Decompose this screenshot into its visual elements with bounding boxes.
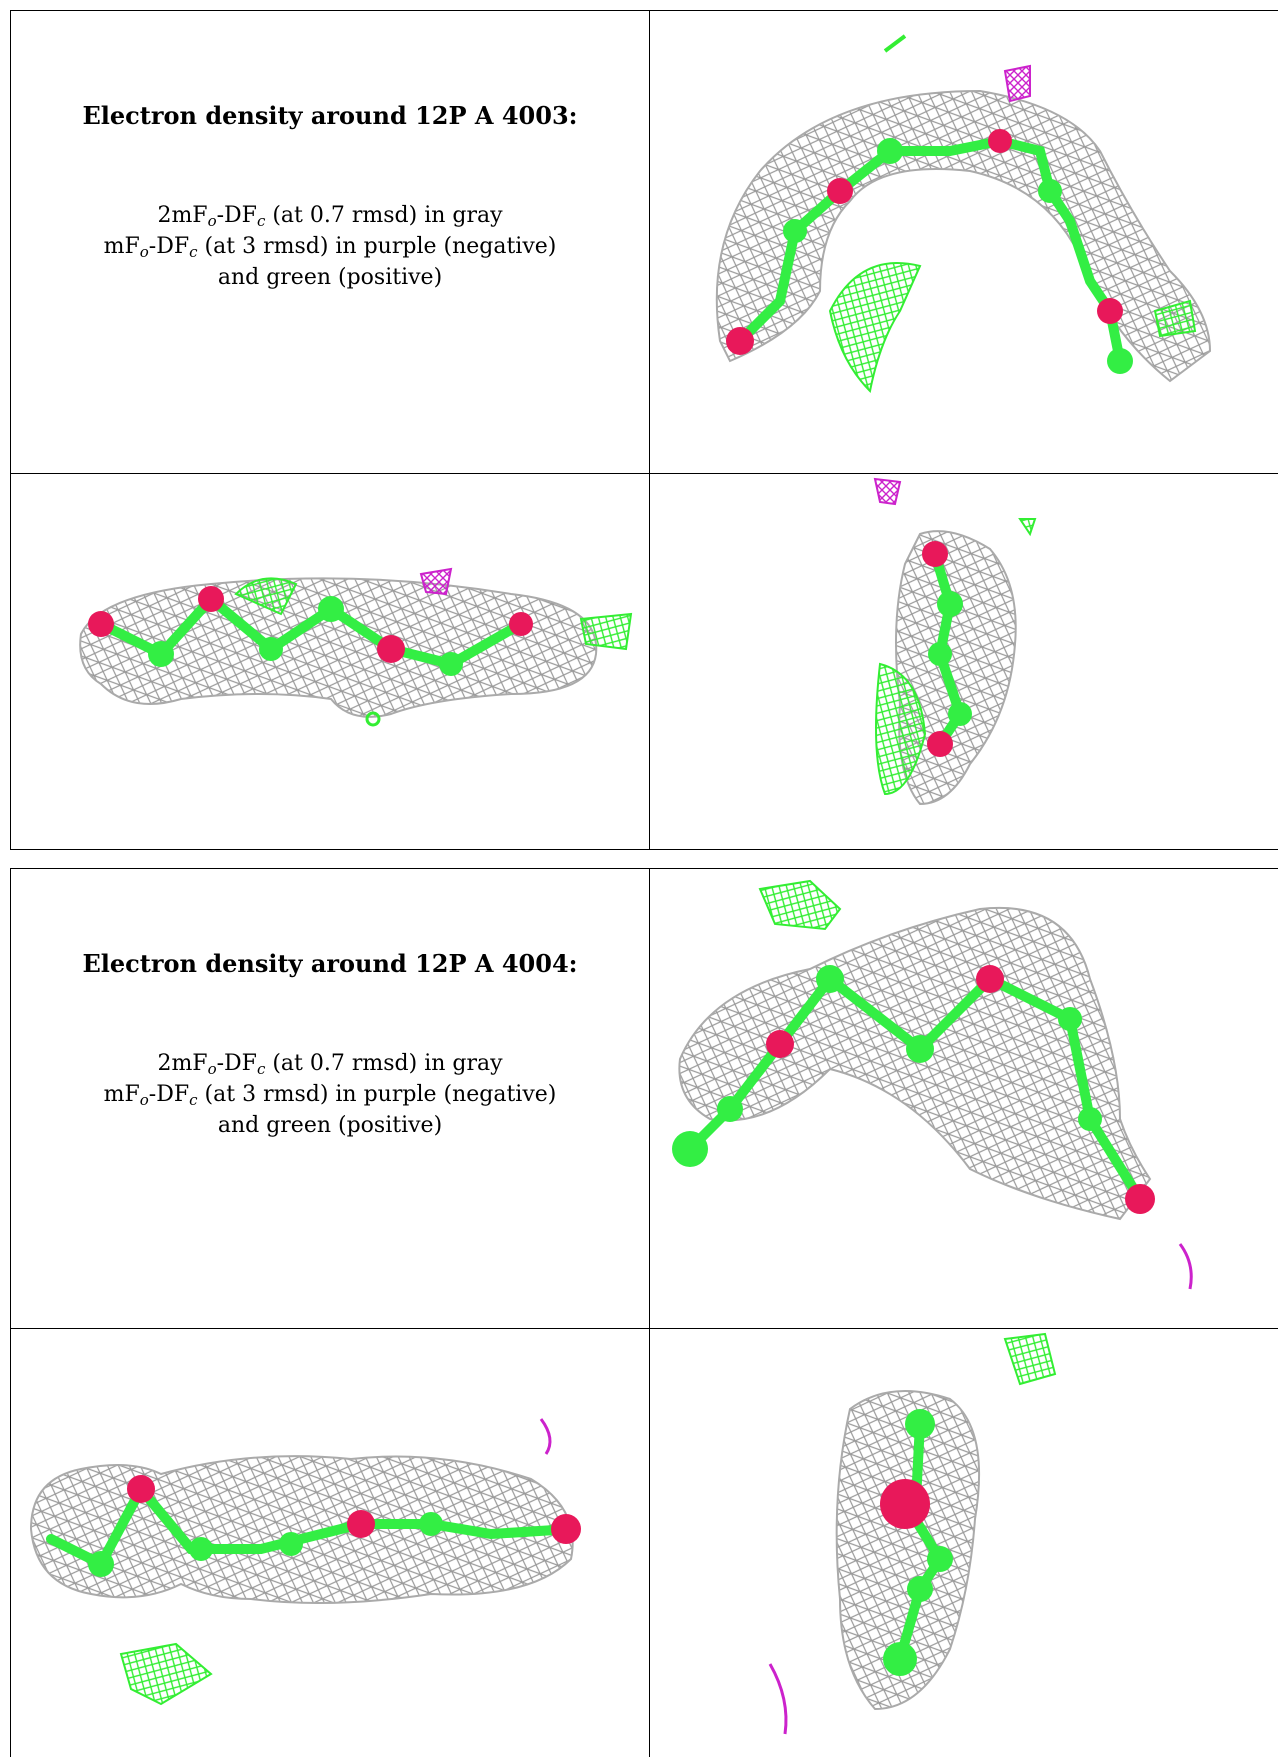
- density-view-bottom-right: [650, 1329, 1278, 1757]
- row-divider: [11, 473, 1278, 474]
- caption-line-mfo: mFo-DFc (at 3 rmsd) in purple (negative): [103, 1082, 557, 1109]
- density-view-bottom-left: [11, 474, 649, 849]
- caption-4004: Electron density around 12P A 4004: 2mFo…: [11, 949, 649, 1141]
- caption-line-colors: and green (positive): [217, 265, 443, 290]
- column-divider: [649, 11, 650, 849]
- caption-line-mfo: mFo-DFc (at 3 rmsd) in purple (negative): [103, 234, 557, 261]
- caption-line-2mfo: 2mFo-DFc (at 0.7 rmsd) in gray: [157, 203, 503, 230]
- density-view-bottom-right: [650, 474, 1278, 849]
- density-view-top-right: [650, 869, 1278, 1328]
- caption-line-2mfo: 2mFo-DFc (at 0.7 rmsd) in gray: [157, 1051, 503, 1078]
- caption-heading: Electron density around 12P A 4004:: [82, 949, 578, 978]
- row-divider: [11, 1328, 1278, 1329]
- caption-4003: Electron density around 12P A 4003: 2mFo…: [11, 101, 649, 293]
- density-view-bottom-left: [11, 1329, 649, 1757]
- density-figure-4003: Electron density around 12P A 4003: 2mFo…: [10, 10, 1278, 850]
- caption-line-colors: and green (positive): [217, 1113, 443, 1138]
- density-view-top-right: [650, 11, 1278, 473]
- density-figure-4004: Electron density around 12P A 4004: 2mFo…: [10, 868, 1278, 1757]
- column-divider: [649, 869, 650, 1757]
- caption-heading: Electron density around 12P A 4003:: [82, 101, 578, 130]
